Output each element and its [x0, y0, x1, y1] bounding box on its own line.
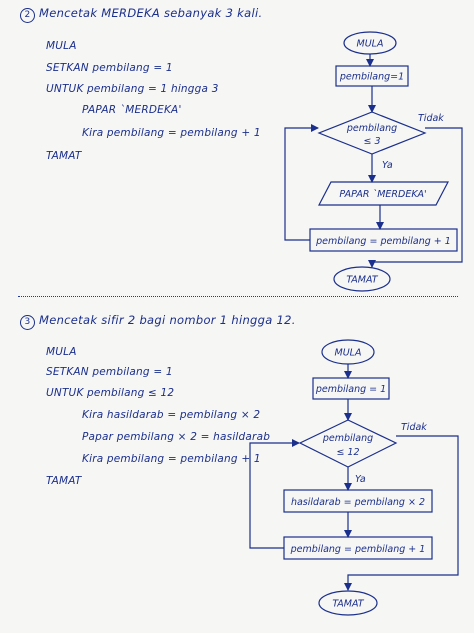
fc1-start-label: MULA	[357, 39, 384, 50]
section2-algo-line-2: SETKAN pembilang = 1	[46, 366, 173, 378]
flowchart2	[249, 339, 459, 616]
section1-algo-line-4: PAPAR `MERDEKA'	[82, 104, 182, 116]
flowchart1	[284, 31, 463, 292]
section1-algo-line-5: Kira pembilang = pembilang + 1	[82, 127, 261, 139]
section1-algo-line-1: MULA	[46, 40, 77, 52]
section1-heading: 2 Mencetak MERDEKA sebanyak 3 kali.	[20, 6, 262, 23]
section2-number: 3	[20, 315, 35, 330]
fc1-increment-label: pembilang = pembilang + 1	[315, 236, 451, 247]
fc2-start-label: MULA	[335, 348, 362, 359]
section1-algo-line-2: SETKAN pembilang = 1	[46, 62, 173, 74]
section-divider	[18, 296, 458, 297]
fc2-yes-label: Ya	[355, 474, 366, 485]
fc1-decision-label-2: ≤ 3	[363, 136, 380, 147]
fc2-init-box	[312, 377, 390, 400]
fc2-no-label: Tidak	[401, 422, 427, 433]
fc2-loop-back-line	[249, 439, 300, 549]
fc1-init-label: pembilang=1	[339, 72, 404, 83]
section2-algo-line-5: Papar pembilang × 2 = hasildarab	[82, 431, 271, 443]
section1-algo-line-3: UNTUK pembilang = 1 hingga 3	[46, 83, 219, 95]
fc1-end-label: TAMAT	[346, 275, 378, 286]
fc1-loop-back-line	[284, 124, 319, 241]
fc2-process-box	[283, 489, 433, 513]
section2-algo-line-3: UNTUK pembilang ≤ 12	[46, 387, 175, 399]
fc1-output-parallelogram	[318, 181, 449, 206]
section1-number: 2	[20, 8, 35, 23]
fc1-output-label: PAPAR `MERDEKA'	[339, 189, 426, 200]
fc2-exit-line	[344, 435, 459, 591]
section1-title: Mencetak MERDEKA sebanyak 3 kali.	[39, 6, 263, 20]
section2-algo-line-4: Kira hasildarab = pembilang × 2	[82, 409, 261, 421]
fc1-decision-label-1: pembilang	[346, 123, 397, 134]
section2-heading: 3 Mencetak sifir 2 bagi nombor 1 hingga 1…	[20, 313, 296, 330]
fc1-end-terminator	[333, 266, 391, 292]
fc2-process-label: hasildarab = pembilang × 2	[291, 497, 425, 508]
fc2-increment-label: pembilang = pembilang + 1	[290, 544, 426, 555]
fc1-yes-label: Ya	[382, 160, 393, 171]
fc2-init-label: pembilang = 1	[315, 384, 386, 395]
section2-algo-line-7: TAMAT	[46, 475, 82, 487]
fc1-no-label: Tidak	[418, 113, 444, 124]
section2-algo-line-6: Kira pembilang = pembilang + 1	[82, 453, 261, 465]
fc2-decision-label-1: pembilang	[322, 433, 373, 444]
section2-title: Mencetak sifir 2 bagi nombor 1 hingga 12…	[39, 313, 296, 327]
fc2-decision-label-2: ≤ 12	[336, 447, 359, 458]
fc2-end-label: TAMAT	[332, 599, 364, 610]
section1-algo-line-6: TAMAT	[46, 150, 82, 162]
section2-algo-line-1: MULA	[46, 346, 77, 358]
fc2-end-terminator	[318, 590, 378, 616]
fc1-exit-line	[368, 127, 463, 268]
